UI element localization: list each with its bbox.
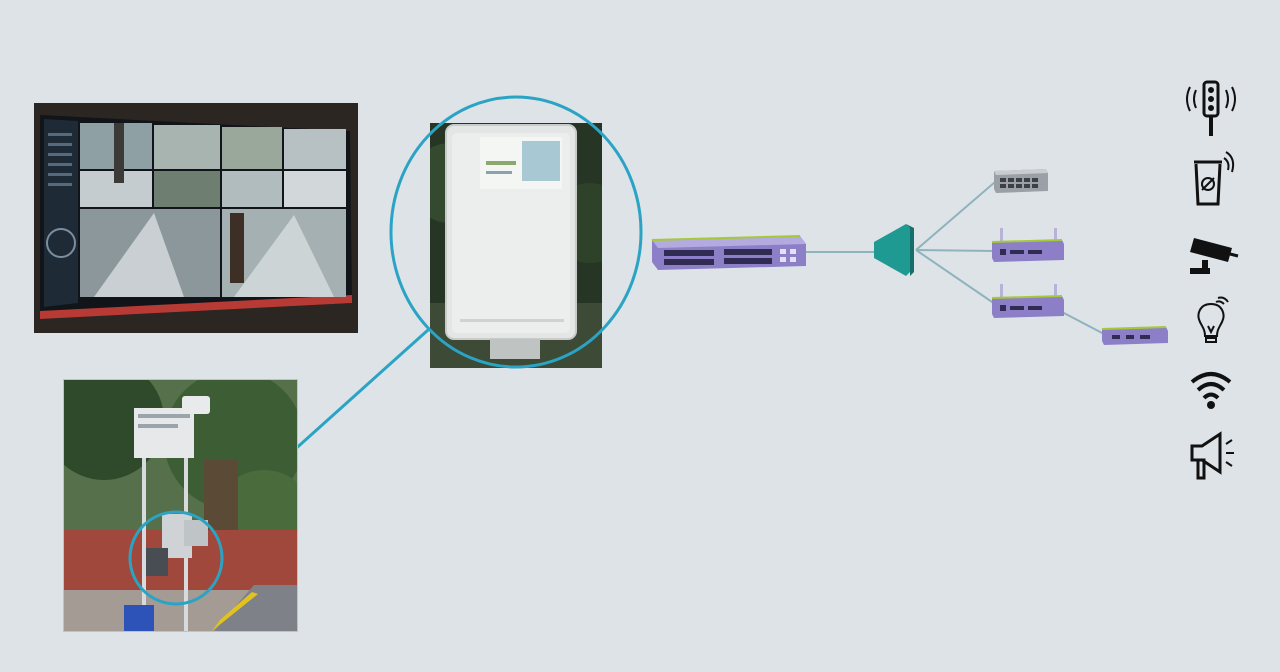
street-pole-with-enclosure: [63, 379, 298, 632]
traffic-light-icon: [1180, 80, 1242, 138]
cctv-camera-icon: [1180, 226, 1242, 284]
managed-switch: [650, 232, 808, 277]
wireless-access-point: [870, 222, 918, 283]
link-bridge-1: [915, 249, 996, 252]
smart-bin-icon: [1180, 148, 1242, 206]
control-room-video-wall: [34, 103, 358, 333]
wireless-bridge-1: [990, 224, 1066, 269]
wireless-bridge-2: [990, 282, 1066, 327]
outdoor-enclosure-closeup: [430, 123, 602, 368]
enclosure-highlight-ring: [389, 95, 643, 369]
small-edge-switch: [1100, 325, 1170, 352]
link-bridge-2: [915, 249, 996, 305]
smart-bulb-icon: [1180, 296, 1242, 354]
edge-switch: [992, 167, 1050, 200]
link-small-switch: [1061, 311, 1105, 335]
megaphone-icon: [1180, 426, 1242, 484]
link-edge-switch: [915, 181, 996, 251]
wifi-icon: [1180, 360, 1242, 418]
